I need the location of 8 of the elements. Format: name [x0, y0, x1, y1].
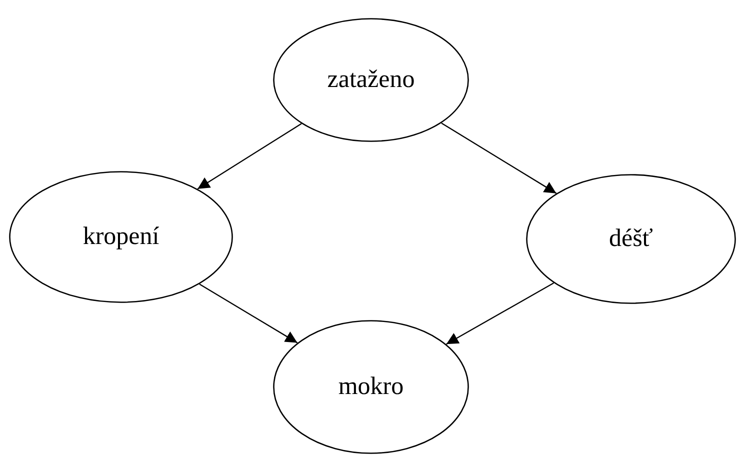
- node-label: zataženo: [326, 66, 416, 94]
- node-label: mokro: [337, 373, 405, 401]
- node-label: kropení: [82, 223, 160, 251]
- node-label: déšť: [608, 225, 654, 253]
- arrow: [199, 284, 298, 344]
- arrow: [197, 123, 302, 190]
- arrow: [446, 282, 554, 345]
- arrow: [441, 122, 557, 194]
